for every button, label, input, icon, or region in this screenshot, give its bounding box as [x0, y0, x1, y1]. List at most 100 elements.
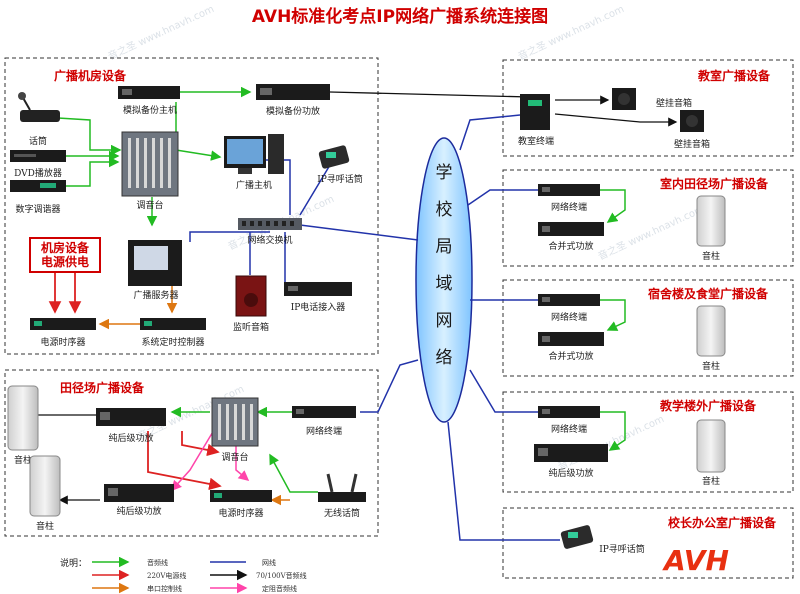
analog-amp-label: 模拟备份功放	[266, 105, 320, 117]
mixer-device[interactable]	[211, 397, 259, 447]
wall-speaker-label: 壁挂音箱	[674, 138, 710, 150]
impedance-lines	[170, 429, 250, 492]
net-terminal-label: 网络终端	[306, 425, 342, 437]
column-speaker-device[interactable]	[696, 419, 726, 473]
server-label: 广播服务器	[133, 289, 178, 301]
tuner-label: 数字调谐器	[15, 203, 60, 215]
serial-lines	[98, 285, 290, 506]
power-lines	[48, 272, 222, 491]
monitor-speaker-label: 监听音箱	[233, 321, 269, 333]
ip-mic-label: IP寻呼话筒	[317, 173, 363, 185]
mic-label: 话筒	[29, 135, 47, 147]
mic-device[interactable]	[18, 92, 60, 122]
monitor-speaker-device[interactable]	[235, 275, 267, 317]
section-frames	[4, 57, 794, 579]
pure-amp-label: 纯后级功放	[108, 432, 153, 444]
tuner-device[interactable]	[10, 180, 66, 192]
mixer-label: 调音台	[221, 451, 248, 463]
ip-mic-device[interactable]	[318, 145, 350, 170]
column-speaker-device[interactable]	[7, 385, 39, 451]
switch-device[interactable]	[238, 218, 302, 230]
analog-host-label: 模拟备份主机	[123, 104, 177, 116]
column-speaker-label: 音柱	[702, 250, 720, 262]
power-seq-device[interactable]	[30, 318, 96, 330]
avh-logo: AVH	[662, 544, 729, 577]
campus-lan	[415, 137, 473, 423]
column-speaker-label: 音柱	[36, 520, 54, 532]
power-label-box: 机房设备电源供电	[29, 237, 101, 273]
section-title-classroom: 教室广播设备	[697, 68, 771, 83]
combo-amp-label: 合并式功放	[548, 240, 593, 252]
section-title-teaching-outdoor: 教学楼外广播设备	[659, 398, 757, 413]
watermark-text: 音之圣 www.hnavh.com	[106, 2, 216, 63]
watermark-text: 音之圣 www.hnavh.com	[596, 202, 706, 263]
section-title-indoor-track: 室内田径场广播设备	[660, 176, 769, 191]
column-speaker-device[interactable]	[696, 195, 726, 247]
power-seq-label: 电源时序器	[218, 507, 263, 519]
combo-amp-label: 合并式功放	[548, 350, 593, 362]
svg-text:学: 学	[436, 163, 453, 183]
net-terminal-label: 网络终端	[551, 311, 587, 323]
analog-amp-device[interactable]	[256, 84, 330, 100]
audio-lines	[57, 86, 626, 493]
column-speaker-label: 音柱	[702, 360, 720, 372]
net-terminal-label: 网络终端	[551, 423, 587, 435]
timer-controller-label: 系统定时控制器	[141, 336, 204, 348]
lan-label: 学 校 局 域 网 络	[436, 163, 453, 368]
network-lines	[189, 114, 560, 541]
principal-ip-mic-device[interactable]	[560, 524, 594, 549]
server-device[interactable]	[128, 240, 182, 286]
power-seq-label: 电源时序器	[40, 336, 85, 348]
net-terminal-device[interactable]	[538, 406, 600, 418]
dvd-device[interactable]	[10, 150, 66, 162]
legend-item: 定阻音频线	[262, 584, 297, 593]
column-speaker-device[interactable]	[29, 455, 61, 517]
combo-amp-device[interactable]	[538, 222, 604, 236]
combo-amp-device[interactable]	[538, 332, 604, 346]
page-title: AVH标准化考点IP网络广播系统连接图	[252, 6, 548, 27]
class-terminal-device[interactable]	[520, 94, 550, 130]
analog-host-device[interactable]	[118, 86, 180, 99]
legend-item: 220V电源线	[147, 571, 186, 580]
pure-amp-device[interactable]	[96, 408, 166, 426]
ip-phone-device[interactable]	[284, 282, 352, 296]
wireless-mic-device[interactable]	[318, 473, 366, 502]
legend-item: 音频线	[147, 558, 168, 567]
net-terminal-device[interactable]	[538, 294, 600, 306]
pure-amp-label: 纯后级功放	[116, 505, 161, 517]
mixer-device[interactable]	[121, 131, 179, 197]
class-terminal-label: 教室终端	[518, 135, 554, 147]
legend: 说明： 音频线 220V电源线 串口控制线 网线 70/100V音频线 定阻音频…	[60, 556, 307, 594]
column-speaker-device[interactable]	[696, 305, 726, 357]
watermark-text: 音之圣 www.hnavh.com	[556, 412, 666, 473]
section-title-principal-office: 校长办公室广播设备	[668, 515, 777, 530]
broadcast-host-device[interactable]	[224, 134, 284, 174]
legend-item: 串口控制线	[147, 584, 182, 593]
wall-speaker-device[interactable]	[612, 88, 636, 110]
legend-item: 网线	[262, 558, 276, 567]
section-title-track-field: 田径场广播设备	[60, 380, 145, 395]
svg-text:机房设备电源供电: 机房设备电源供电	[41, 240, 90, 269]
column-speaker-label: 音柱	[702, 475, 720, 487]
dvd-label: DVD播放器	[14, 167, 62, 179]
power-seq-device[interactable]	[210, 490, 272, 502]
timer-controller-device[interactable]	[140, 318, 206, 330]
svg-text:局: 局	[436, 237, 453, 257]
svg-text:校: 校	[436, 200, 453, 220]
section-title-machine-room: 广播机房设备	[54, 68, 127, 83]
legend-title: 说明：	[60, 557, 87, 569]
pure-amp-device[interactable]	[534, 444, 608, 462]
net-terminal-device[interactable]	[538, 184, 600, 196]
pure-amp-device[interactable]	[104, 484, 174, 502]
wall-speaker-device[interactable]	[680, 110, 704, 132]
column-speaker-label: 音柱	[14, 454, 32, 466]
broadcast-host-label: 广播主机	[236, 179, 272, 191]
pure-amp-label: 纯后级功放	[548, 467, 593, 479]
svg-text:域: 域	[436, 274, 453, 294]
svg-text:络: 络	[436, 348, 453, 368]
ip-phone-label: IP电话接入器	[291, 301, 346, 313]
net-terminal-label: 网络终端	[551, 201, 587, 213]
net-terminal-device[interactable]	[292, 406, 356, 418]
watermarks: 音之圣 www.hnavh.com 音之圣 www.hnavh.com 音之圣 …	[106, 2, 706, 473]
section-title-dorm-canteen: 宿舍楼及食堂广播设备	[648, 286, 769, 301]
